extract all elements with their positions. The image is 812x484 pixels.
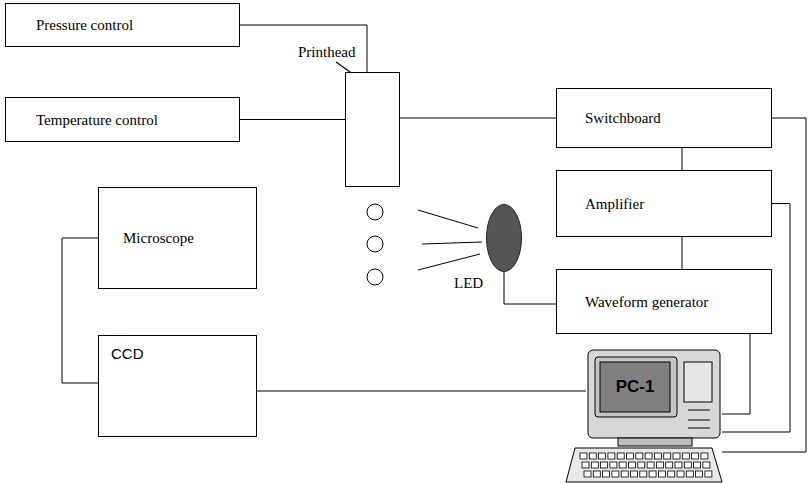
light-rays (418, 210, 482, 270)
printhead: Printhead (345, 72, 400, 187)
connector-line (257, 391, 586, 392)
node-label: LED (454, 274, 483, 292)
droplets (367, 204, 383, 285)
led: LED (486, 204, 522, 272)
connector-line (722, 334, 750, 414)
connector-line (240, 25, 367, 72)
computer-icon (566, 350, 722, 482)
led-shape (486, 204, 522, 272)
connector-line (682, 237, 683, 269)
connector-line (504, 272, 556, 304)
connector-line (400, 118, 556, 119)
camera-box: CCD (98, 335, 257, 437)
node-label: Amplifier (585, 195, 644, 213)
connector-line (682, 148, 683, 170)
node-label: Temperature control (36, 111, 158, 129)
computer: PC-1 (586, 345, 722, 482)
node-label: Waveform generator (585, 293, 708, 311)
process-box: Microscope (98, 187, 257, 289)
connector-line (240, 119, 345, 120)
node-label: PC-1 (600, 362, 670, 412)
node-label: CCD (111, 345, 144, 363)
node-label: Microscope (123, 229, 194, 247)
process-box: Pressure control (5, 3, 240, 47)
process-box: Waveform generator (556, 269, 772, 334)
node-label: Switchboard (585, 109, 661, 127)
process-box: Temperature control (5, 97, 240, 142)
node-label: Pressure control (36, 16, 133, 34)
process-box: Switchboard (556, 88, 772, 148)
process-box: Amplifier (556, 170, 772, 237)
connector-line (62, 238, 98, 383)
node-label: Printhead (298, 43, 356, 61)
